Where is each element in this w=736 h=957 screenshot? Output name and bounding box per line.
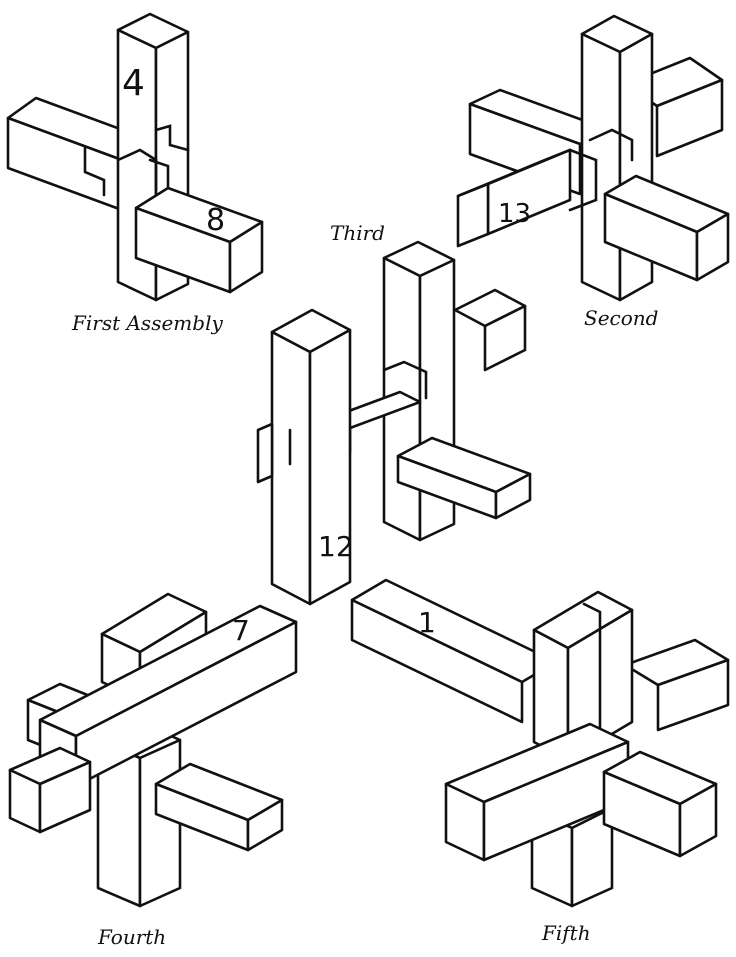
third-back-stick [453,288,527,372]
fifth-assembly: 1 Fifth [350,578,730,945]
first-assembly: 4 8 First Assembly [6,12,264,335]
third-lower-right-stick [396,436,532,520]
fourth-piece-number: 7 [232,614,250,647]
second-label: Second [584,306,658,330]
fourth-lower-left-stick [8,746,92,834]
fifth-piece-number: 1 [418,606,436,639]
fifth-back-stick [623,638,730,732]
third-piece-number: 12 [318,530,354,563]
second-assembly: 13 Second [456,14,730,330]
fourth-label: Fourth [97,925,166,949]
fifth-right-front-stick [602,750,718,858]
fourth-lower-right-stick [154,762,284,852]
third-label: Third [330,221,385,245]
fifth-label: Fifth [541,921,591,945]
fifth-long-stick-1 [350,578,558,724]
first-vertical-piece-number: 4 [122,63,145,104]
second-lower-right-stick [603,174,730,282]
first-right-stick-8 [134,158,264,294]
first-horizontal-piece-number: 8 [206,203,225,238]
second-piece-number: 13 [498,199,531,229]
third-front-stick-12 [256,308,352,606]
first-assembly-label: First Assembly [71,311,223,335]
second-front-stick-13 [456,148,598,248]
third-assembly: 12 Third [256,221,532,606]
fourth-assembly: 7 Fourth [8,592,298,949]
